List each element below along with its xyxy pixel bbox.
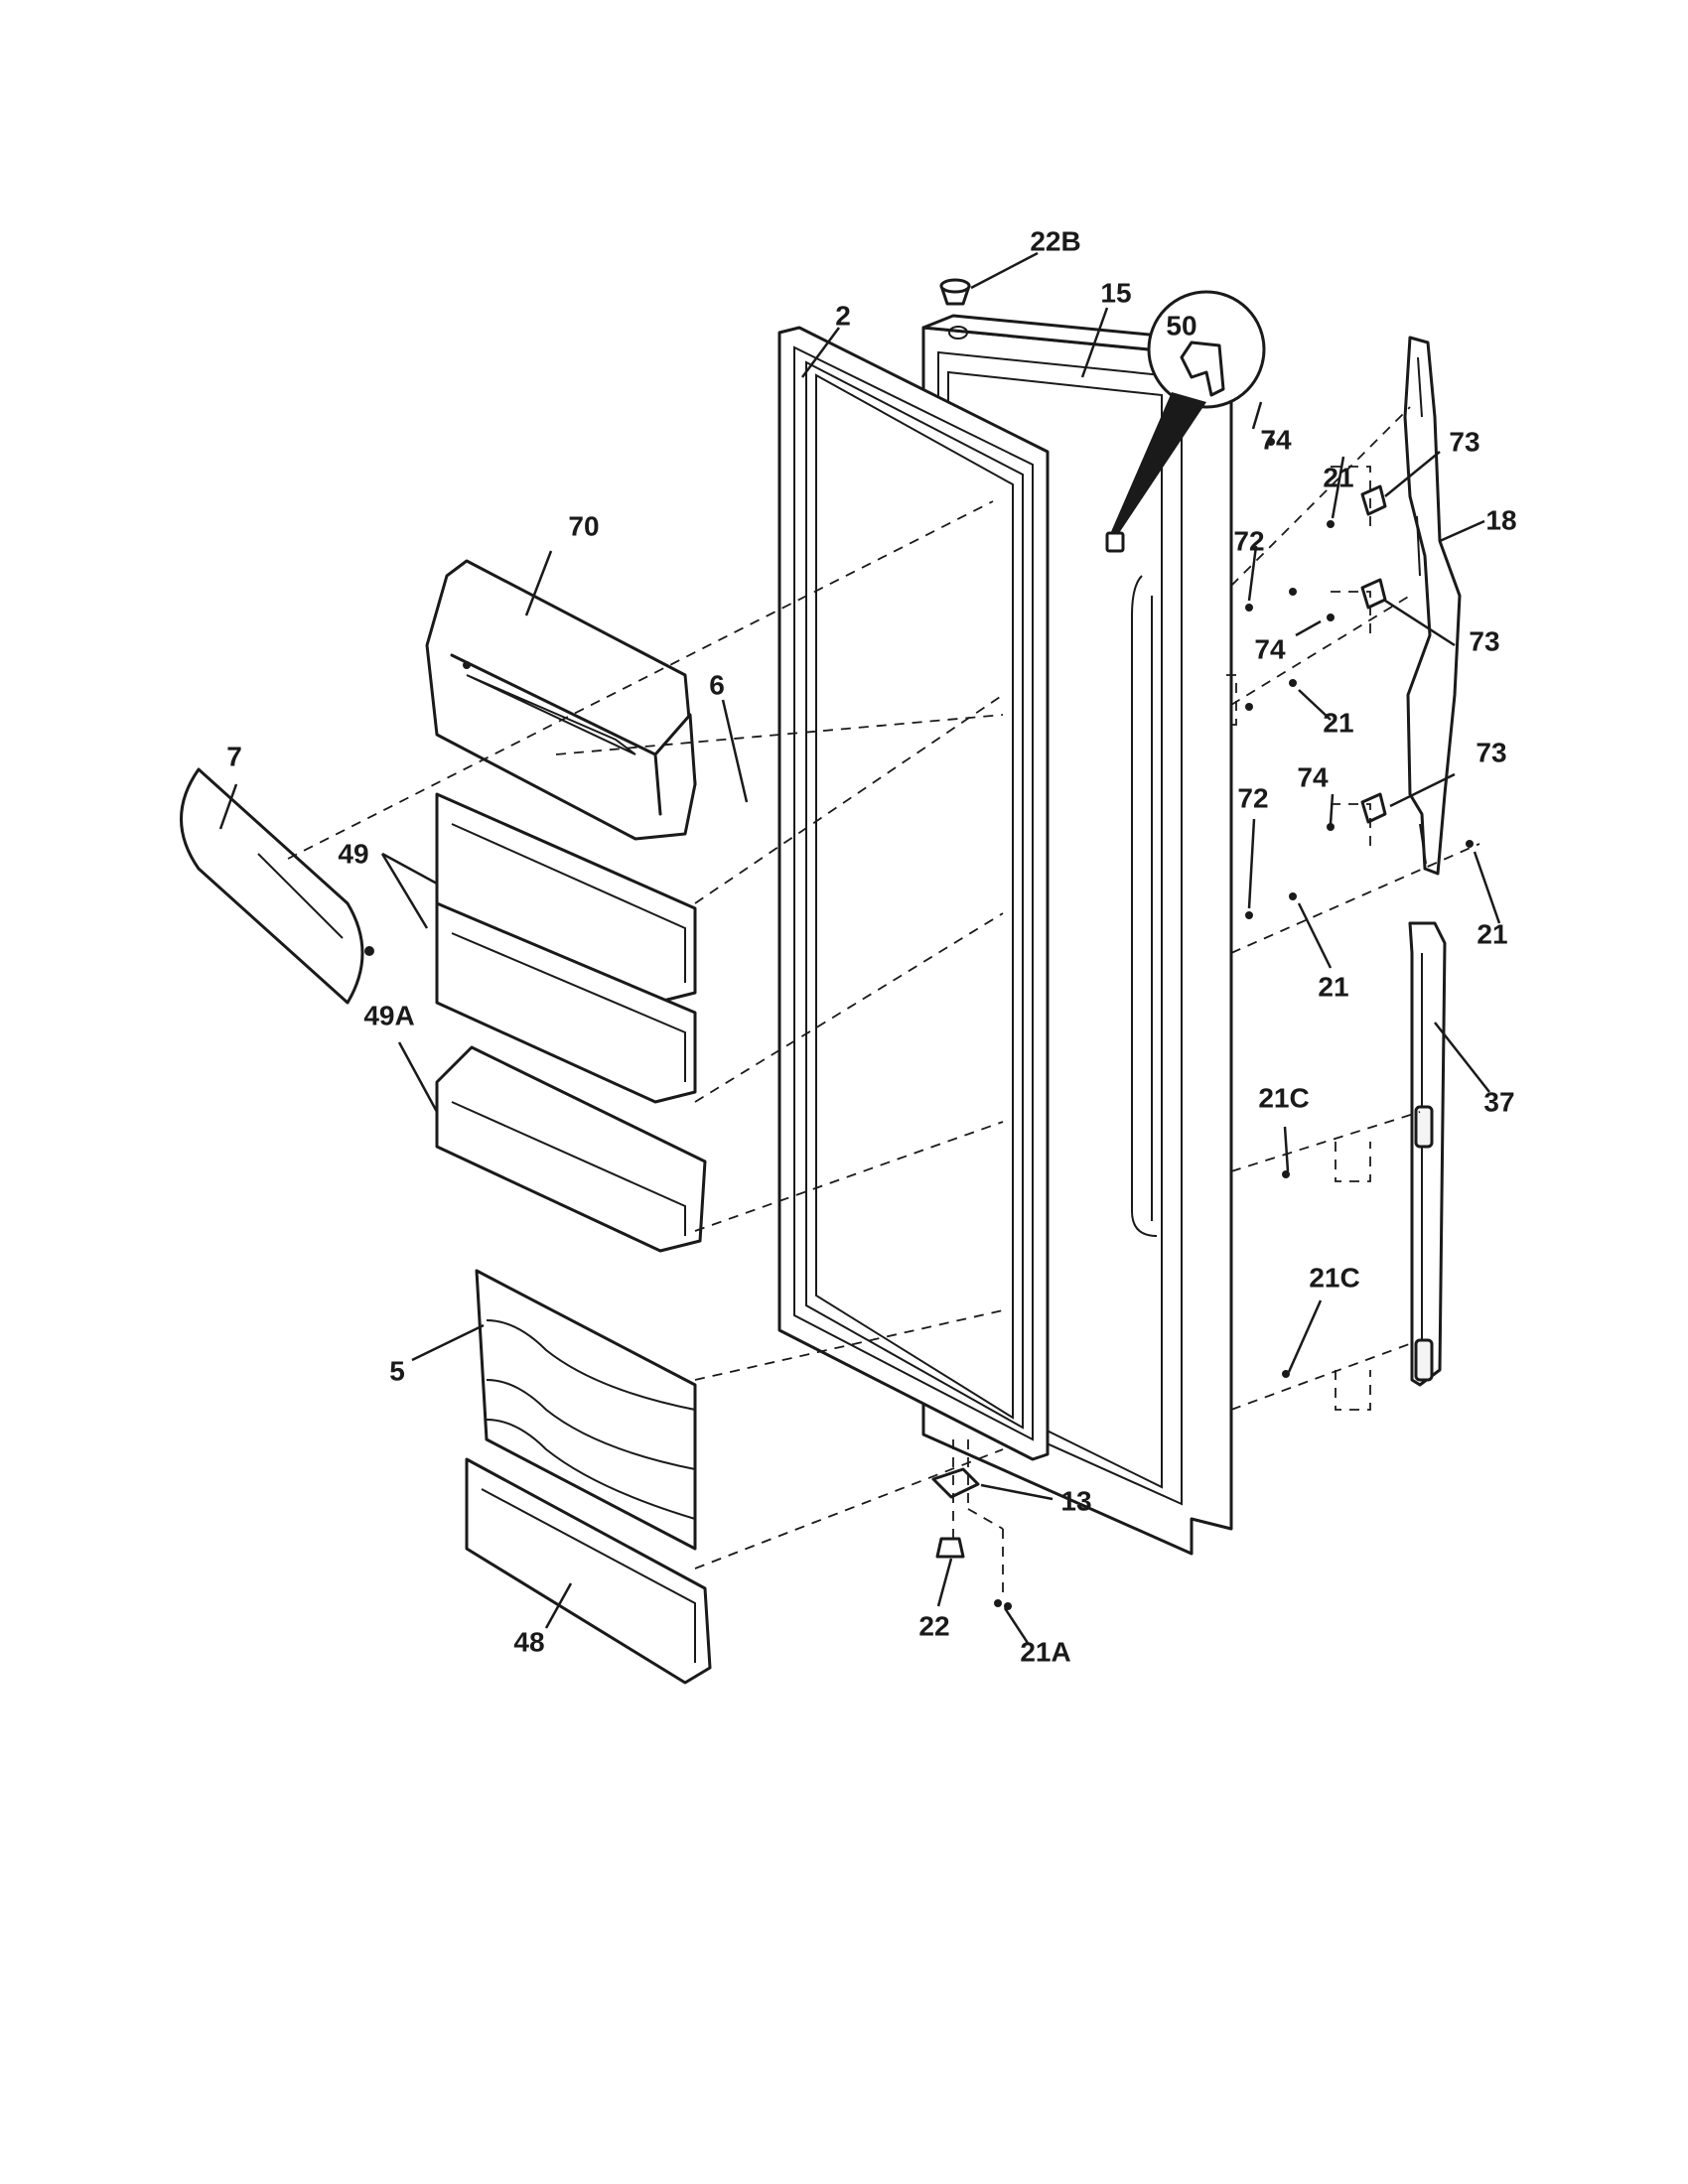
hinge-cap xyxy=(939,278,971,306)
door-bins xyxy=(435,792,697,1104)
callout-7: 7 xyxy=(226,741,242,771)
callout-74-c: 74 xyxy=(1297,761,1329,792)
can-rack-shelf xyxy=(475,1269,697,1551)
door-bin-49a xyxy=(435,1045,707,1253)
callout-18: 18 xyxy=(1485,504,1516,535)
callout-21-c: 21 xyxy=(1477,918,1507,949)
dairy-compartment xyxy=(425,559,697,841)
bottom-door-bin xyxy=(465,1457,712,1685)
bottom-hinge-parts xyxy=(931,1467,1012,1610)
callout-74-a: 74 xyxy=(1260,424,1292,455)
callout-13: 13 xyxy=(1060,1485,1091,1516)
callout-70: 70 xyxy=(568,510,599,541)
door-handle xyxy=(1403,336,1462,876)
door-gasket xyxy=(777,326,1050,1461)
callout-49a: 49A xyxy=(363,1000,414,1030)
callout-21-b: 21 xyxy=(1323,707,1353,738)
callout-72-a: 72 xyxy=(1233,525,1264,556)
assembly-lines xyxy=(287,406,1480,1598)
callout-73-c: 73 xyxy=(1476,737,1506,767)
callout-6: 6 xyxy=(709,669,725,700)
callout-73-b: 73 xyxy=(1469,625,1499,656)
dairy-door xyxy=(180,767,374,1005)
leader-lines xyxy=(218,251,1501,1644)
callout-72-b: 72 xyxy=(1237,782,1268,813)
callout-49: 49 xyxy=(338,838,368,869)
callout-22: 22 xyxy=(918,1610,949,1641)
screws xyxy=(1245,438,1474,1378)
callout-48: 48 xyxy=(513,1626,544,1657)
callout-50: 50 xyxy=(1166,310,1196,341)
handle-trim xyxy=(1408,921,1447,1387)
callout-21c-b: 21C xyxy=(1309,1262,1359,1293)
callout-73-a: 73 xyxy=(1449,426,1479,457)
callout-labels: 22B 15 2 50 74 73 21 18 70 72 74 73 6 21… xyxy=(226,225,1516,1667)
callout-21c-a: 21C xyxy=(1258,1082,1309,1113)
callout-15: 15 xyxy=(1100,277,1131,308)
handle-clips xyxy=(1360,484,1387,824)
callout-21-d: 21 xyxy=(1318,971,1348,1002)
detail-bubble xyxy=(1105,290,1266,553)
callout-22b: 22B xyxy=(1030,225,1080,256)
callout-37: 37 xyxy=(1483,1086,1514,1117)
callout-21a: 21A xyxy=(1020,1636,1070,1667)
callout-5: 5 xyxy=(389,1355,405,1386)
callout-2: 2 xyxy=(835,300,851,331)
callout-74-b: 74 xyxy=(1254,633,1286,664)
callout-21-a: 21 xyxy=(1323,462,1353,492)
